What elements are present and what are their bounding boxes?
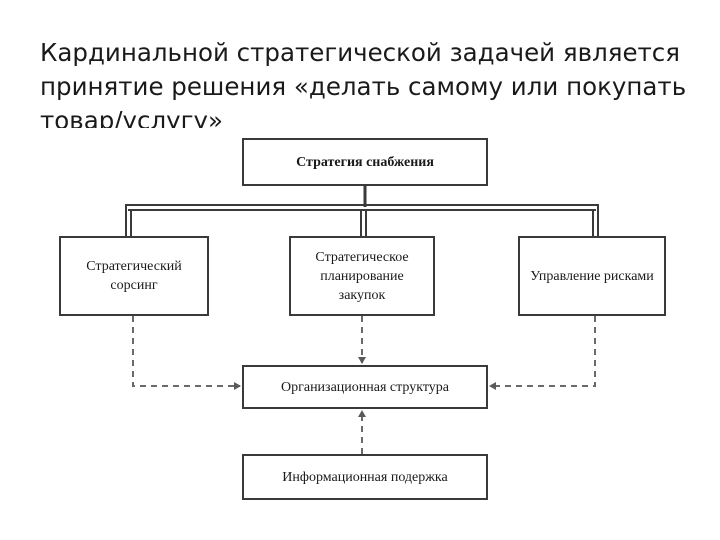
strategic-sourcing-box: Стратегический сорсинг [59,236,209,316]
info-support-box: Информационная подержка [242,454,488,500]
heading-line-2: принятие решения «делать самому или поку… [40,72,687,101]
slide-heading: Кардинальной стратегической задачей явля… [40,36,700,128]
heading-line-1: Кардинальной стратегической задачей явля… [40,38,681,67]
org-structure-box: Организационная структура [242,365,488,409]
procurement-planning-box: Стратегическое планирование закупок [289,236,435,316]
heading-line-3: товар/услугу» [40,106,224,128]
supply-strategy-box: Стратегия снабжения [242,138,488,186]
dashed-arrows [132,316,596,454]
arrow-left-to-org [132,316,241,390]
arrow-right-to-org [489,316,596,390]
hierarchy-lines [125,186,599,236]
risk-management-box: Управление рисками [518,236,666,316]
